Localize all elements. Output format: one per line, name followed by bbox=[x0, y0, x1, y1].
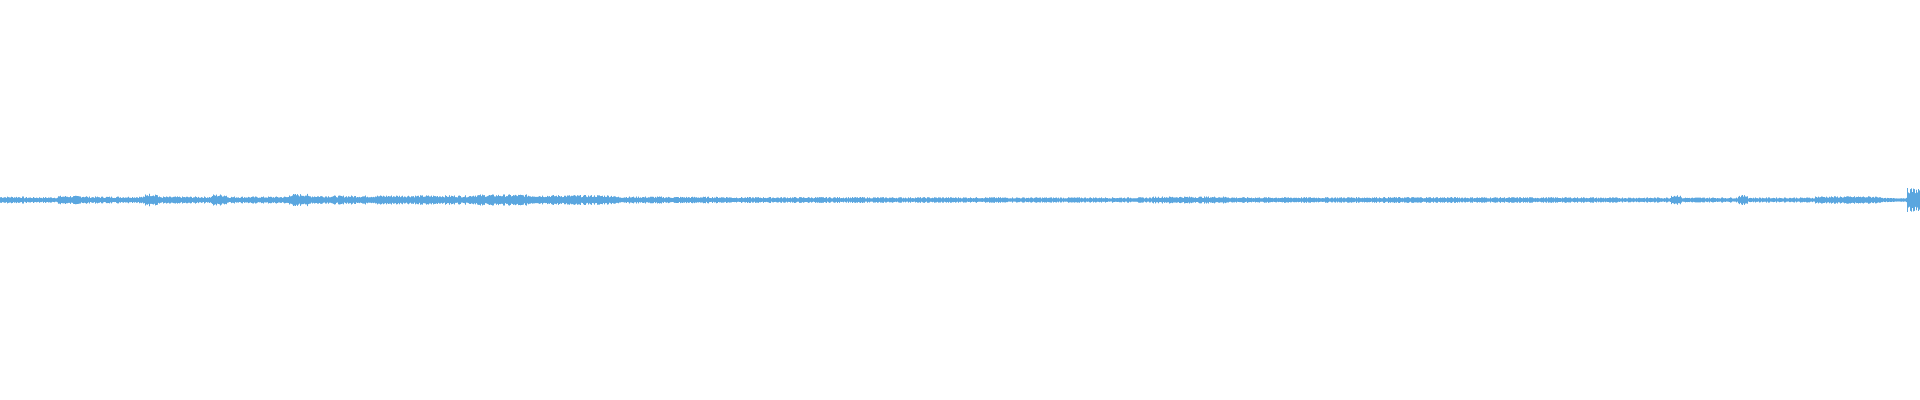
waveform-display[interactable] bbox=[0, 0, 1920, 400]
audio-waveform-panel[interactable] bbox=[0, 0, 1920, 400]
